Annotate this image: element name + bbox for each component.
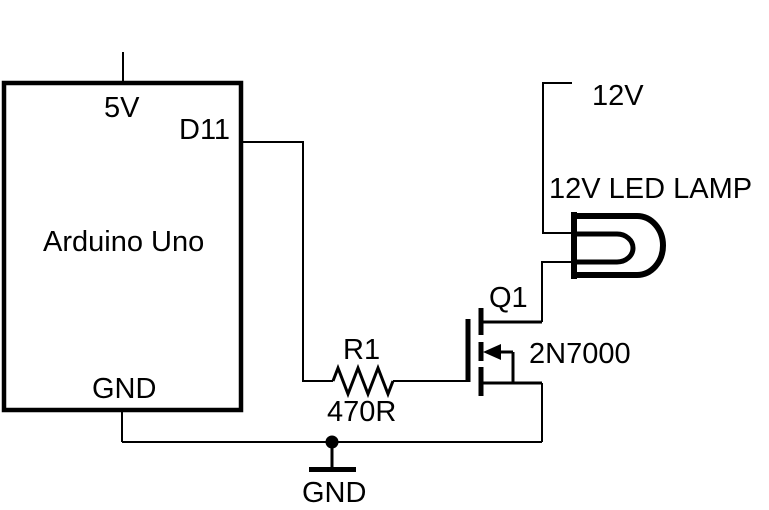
ground-label: GND [302, 477, 366, 509]
resistor-value-label: 470R [327, 396, 396, 428]
power-12v-component: 12V [542, 80, 644, 234]
arduino-name-label: Arduino Uno [43, 226, 204, 258]
mosfet-part-number-label: 2N7000 [529, 338, 631, 370]
led-lamp-component: 12V LED LAMP [549, 173, 752, 279]
lamp-inner-element [577, 231, 636, 265]
mosfet-q1-component: Q1 2N7000 [465, 282, 631, 396]
mosfet-designator-label: Q1 [489, 282, 528, 314]
resistor-r1-component: R1 470R [327, 334, 396, 428]
ground-symbol-component: GND [302, 435, 366, 509]
arduino-pin-d11-label: D11 [179, 114, 230, 146]
lamp-label: 12V LED LAMP [549, 173, 752, 205]
arduino-pin-5v-label: 5V [104, 92, 140, 124]
lamp-outer-shell [574, 213, 666, 278]
wire-lamp-to-drain [541, 261, 574, 322]
mosfet-body-arrow-icon [483, 344, 501, 360]
resistor-zigzag-symbol [331, 363, 395, 399]
arduino-uno-component: 5V D11 Arduino Uno GND [1, 52, 244, 413]
wire-d11-to-resistor [241, 141, 333, 382]
power-12v-label: 12V [592, 80, 644, 112]
arduino-pin-gnd-label: GND [92, 373, 156, 405]
wire-12v-to-lamp [542, 82, 574, 234]
resistor-designator-label: R1 [343, 334, 380, 366]
